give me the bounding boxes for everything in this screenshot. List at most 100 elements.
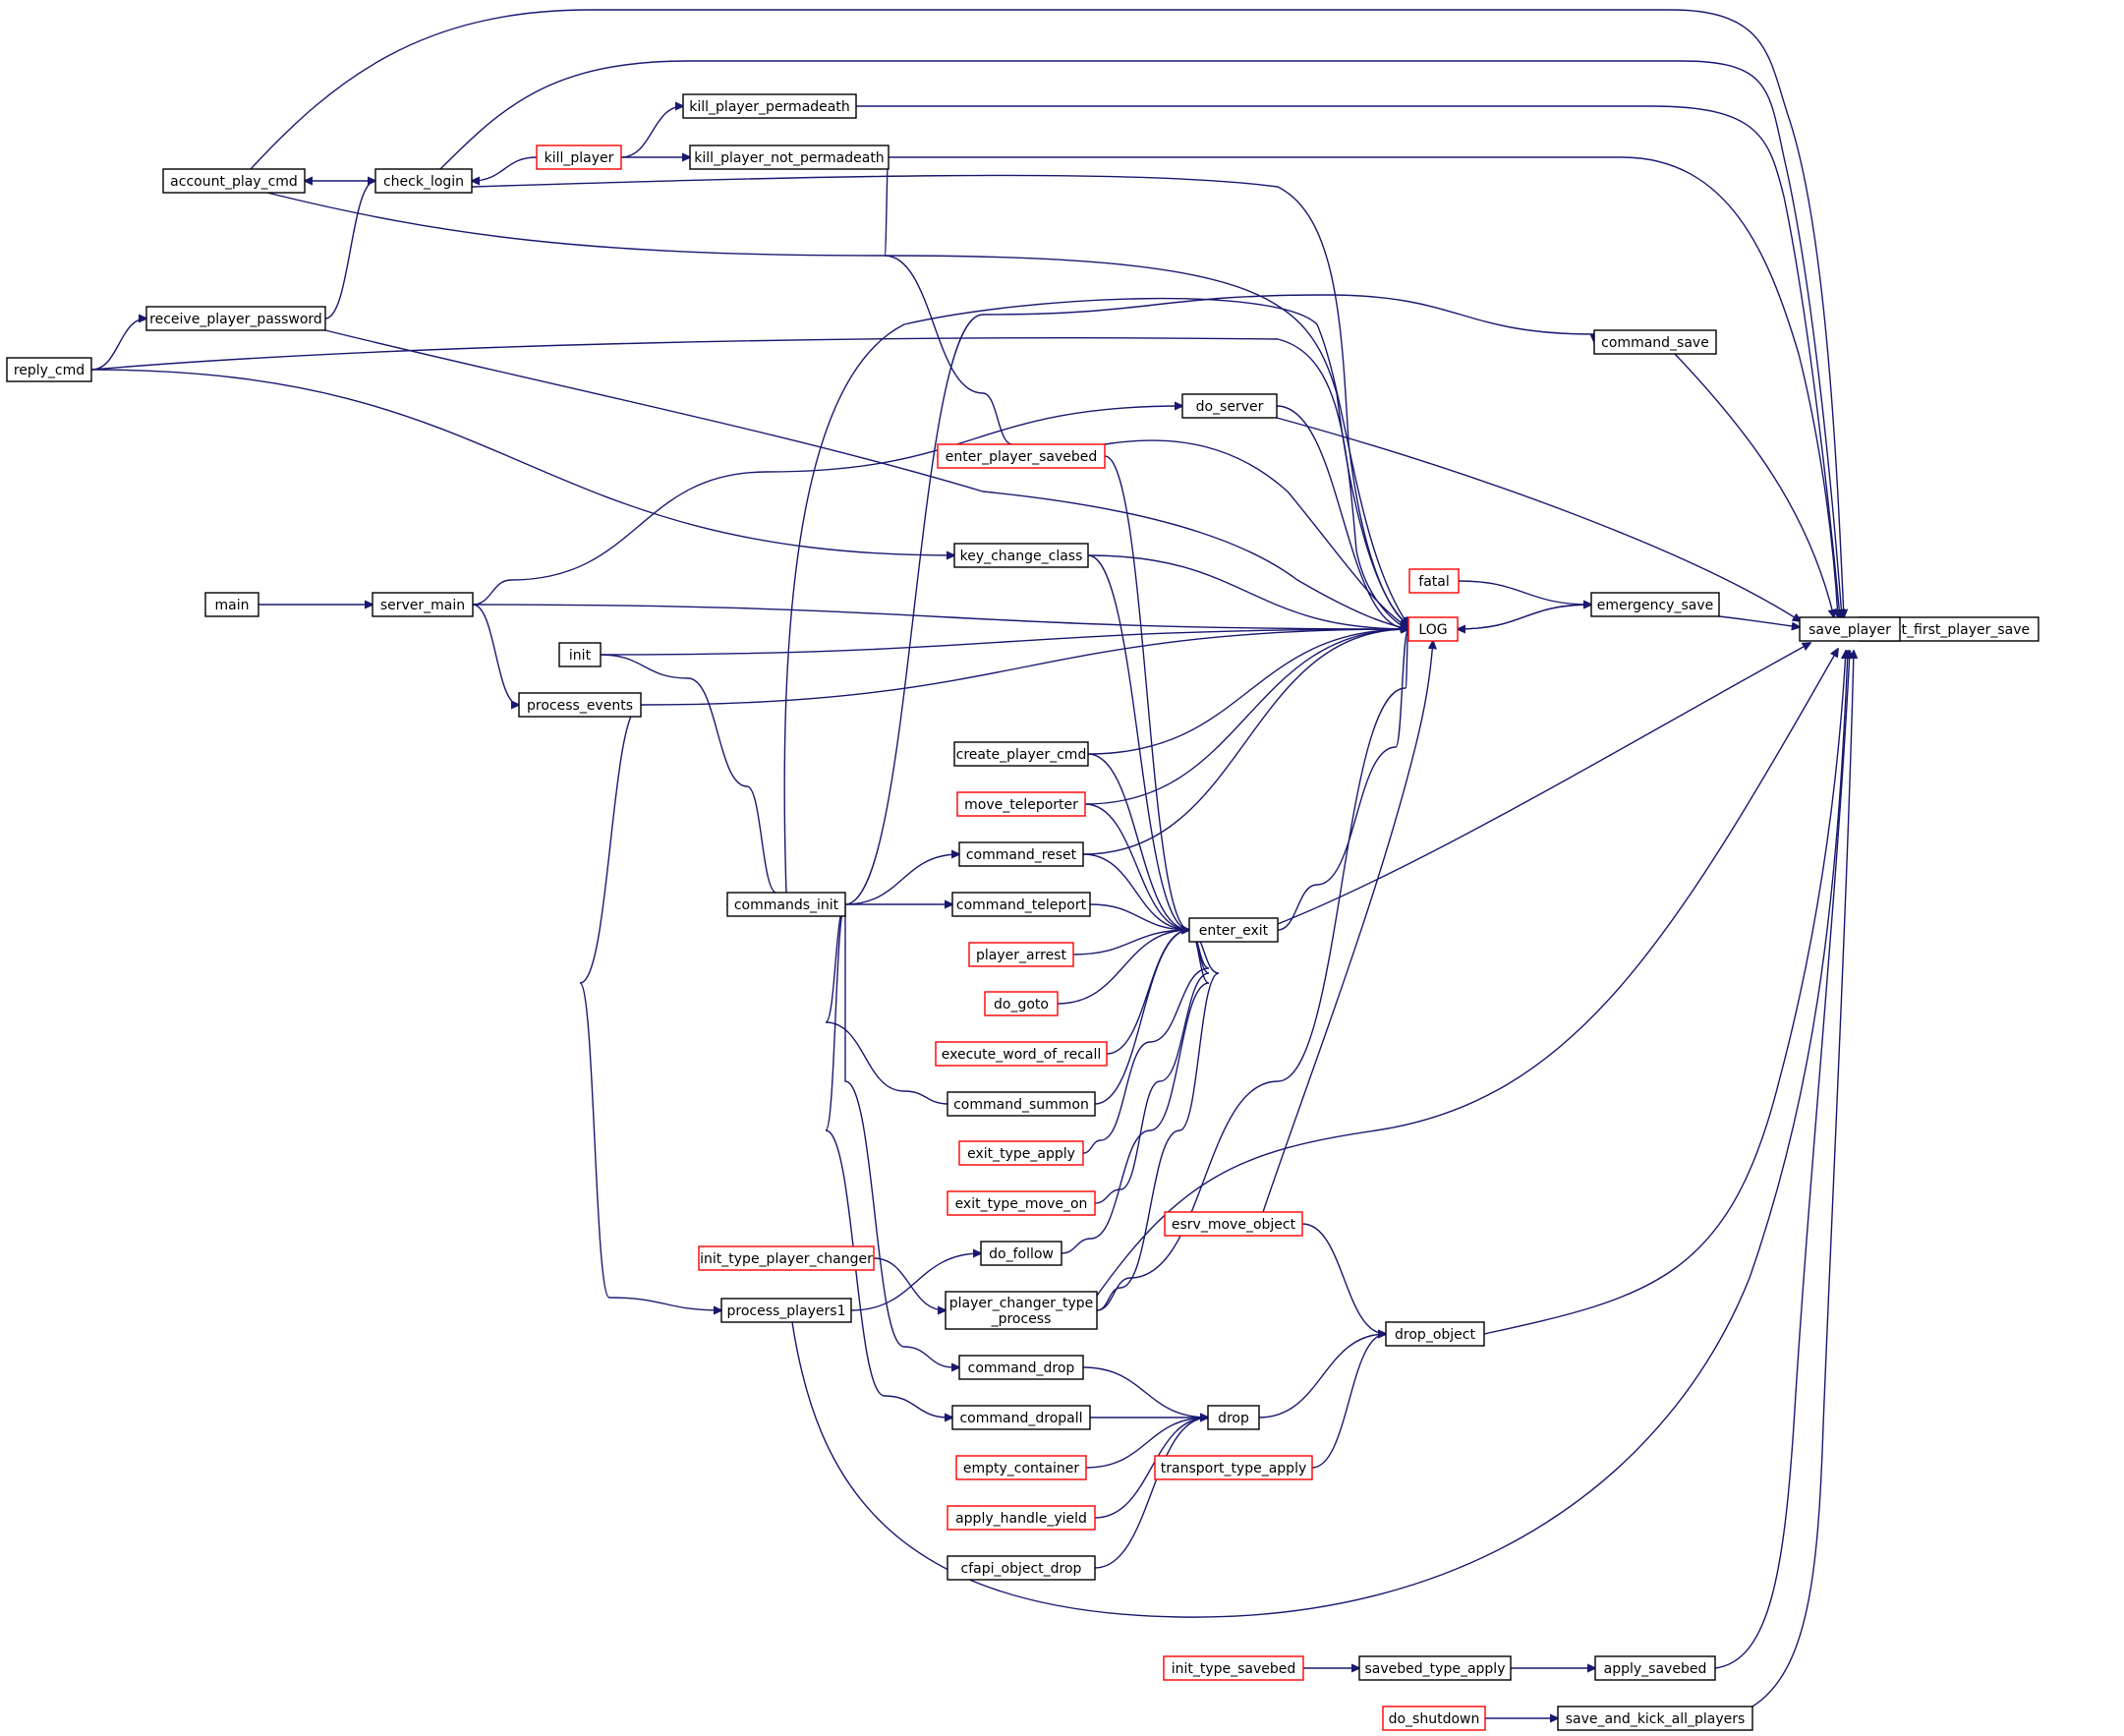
node-box[interactable] (947, 1555, 1096, 1581)
node-command-drop[interactable]: command_drop (958, 1355, 1084, 1380)
node-process-events[interactable]: process_events (518, 692, 642, 718)
node-box[interactable] (953, 543, 1089, 568)
node-check-login[interactable]: check_login (374, 168, 473, 194)
node-init-type-player-changer[interactable]: init_type_player_changer (698, 1245, 875, 1271)
node-savebed-type-apply[interactable]: savebed_type_apply (1358, 1655, 1512, 1681)
node-commands-init[interactable]: commands_init (726, 892, 846, 917)
node-command-teleport[interactable]: command_teleport (951, 892, 1091, 917)
node-kill-player[interactable]: kill_player (536, 145, 622, 170)
node-receive-player-password[interactable]: receive_player_password (145, 306, 326, 331)
node-box[interactable] (1557, 1706, 1753, 1731)
node-apply-handle-yield[interactable]: apply_handle_yield (947, 1505, 1096, 1531)
node-server-main[interactable]: server_main (372, 592, 474, 617)
node-player-arrest[interactable]: player_arrest (968, 942, 1074, 967)
node-transport-type-apply[interactable]: transport_type_apply (1154, 1455, 1313, 1480)
node-command-dropall[interactable]: command_dropall (951, 1405, 1091, 1430)
node-box[interactable] (956, 791, 1086, 817)
node-command-reset[interactable]: command_reset (958, 841, 1084, 867)
node-drop-object[interactable]: drop_object (1385, 1321, 1485, 1347)
node-save-and-kick-all-players[interactable]: save_and_kick_all_players (1557, 1706, 1753, 1731)
node-box[interactable] (1594, 1655, 1716, 1681)
node-box[interactable] (1593, 329, 1717, 355)
node-box[interactable] (558, 642, 602, 667)
node-enter-exit[interactable]: enter_exit (1188, 917, 1279, 943)
node-move-teleporter[interactable]: move_teleporter (956, 791, 1086, 817)
node-box[interactable] (720, 1298, 852, 1323)
node-box[interactable] (162, 168, 306, 194)
node-kill-player-permadeath[interactable]: kill_player_permadeath (682, 93, 857, 119)
node-cfapi-object-drop[interactable]: cfapi_object_drop (947, 1555, 1096, 1581)
node-main[interactable]: main (204, 592, 259, 617)
node-box[interactable] (955, 1455, 1087, 1480)
node-box[interactable] (984, 991, 1059, 1016)
node-box[interactable] (935, 1041, 1108, 1067)
node-player-changer-type-process[interactable]: player_changer_type_process (945, 1291, 1098, 1330)
node-box[interactable] (980, 1241, 1062, 1266)
node-box[interactable] (951, 1405, 1091, 1430)
node-command-summon[interactable]: command_summon (947, 1091, 1096, 1117)
node-key-change-class[interactable]: key_change_class (953, 543, 1089, 568)
node-box[interactable] (1358, 1655, 1512, 1681)
node-box[interactable] (945, 1291, 1098, 1330)
node-box[interactable] (1164, 1211, 1303, 1237)
node-exit-type-move-on[interactable]: exit_type_move_on (947, 1190, 1096, 1216)
node-box[interactable] (1163, 1655, 1304, 1681)
node-box[interactable] (518, 692, 642, 718)
node-enter-player-savebed[interactable]: enter_player_savebed (937, 443, 1106, 469)
node-command-save[interactable]: command_save (1593, 329, 1717, 355)
node-box[interactable] (958, 1355, 1084, 1380)
node-LOG[interactable]: LOG (1407, 616, 1459, 642)
edge-do_server-to-save_player (1276, 417, 1801, 621)
node-box[interactable] (1181, 393, 1278, 419)
node-esrv-move-object[interactable]: esrv_move_object (1164, 1211, 1303, 1237)
node-reply-cmd[interactable]: reply_cmd (6, 357, 92, 382)
node-box[interactable] (1385, 1321, 1485, 1347)
node-box[interactable] (958, 1140, 1084, 1166)
node-box[interactable] (145, 306, 326, 331)
node-box[interactable] (1407, 616, 1459, 642)
node-box[interactable] (374, 168, 473, 194)
node-box[interactable] (947, 1505, 1096, 1531)
node-box[interactable] (689, 145, 890, 170)
node-init-type-savebed[interactable]: init_type_savebed (1163, 1655, 1304, 1681)
node-create-player-cmd[interactable]: create_player_cmd (953, 741, 1089, 767)
node-box[interactable] (1408, 568, 1460, 594)
node-box[interactable] (1154, 1455, 1313, 1480)
node-label: apply_savebed (1604, 1661, 1707, 1677)
node-box[interactable] (1799, 616, 1901, 642)
node-box[interactable] (1590, 592, 1720, 617)
node-box[interactable] (958, 841, 1084, 867)
node-account-play-cmd[interactable]: account_play_cmd (162, 168, 306, 194)
node-box[interactable] (372, 592, 474, 617)
node-process-players1[interactable]: process_players1 (720, 1298, 852, 1323)
node-box[interactable] (947, 1190, 1096, 1216)
node-emergency-save[interactable]: emergency_save (1590, 592, 1720, 617)
node-box[interactable] (536, 145, 622, 170)
node-box[interactable] (947, 1091, 1096, 1117)
node-box[interactable] (204, 592, 259, 617)
node-box[interactable] (6, 357, 92, 382)
node-box[interactable] (726, 892, 846, 917)
node-save-player[interactable]: save_player (1799, 616, 1901, 642)
node-exit-type-apply[interactable]: exit_type_apply (958, 1140, 1084, 1166)
node-box[interactable] (937, 443, 1106, 469)
node-box[interactable] (698, 1245, 875, 1271)
node-init[interactable]: init (558, 642, 602, 667)
node-box[interactable] (951, 892, 1091, 917)
node-empty-container[interactable]: empty_container (955, 1455, 1087, 1480)
node-do-follow[interactable]: do_follow (980, 1241, 1062, 1266)
node-box[interactable] (968, 942, 1074, 967)
node-do-server[interactable]: do_server (1181, 393, 1278, 419)
node-apply-savebed[interactable]: apply_savebed (1594, 1655, 1716, 1681)
node-box[interactable] (1188, 917, 1279, 943)
node-execute-word-of-recall[interactable]: execute_word_of_recall (935, 1041, 1108, 1067)
node-do-goto[interactable]: do_goto (984, 991, 1059, 1016)
node-kill-player-not-permadeath[interactable]: kill_player_not_permadeath (689, 145, 890, 170)
node-drop[interactable]: drop (1207, 1405, 1260, 1430)
node-fatal[interactable]: fatal (1408, 568, 1460, 594)
node-box[interactable] (1207, 1405, 1260, 1430)
node-box[interactable] (953, 741, 1089, 767)
node-box[interactable] (1382, 1706, 1486, 1731)
node-box[interactable] (682, 93, 857, 119)
node-do-shutdown[interactable]: do_shutdown (1382, 1706, 1486, 1731)
